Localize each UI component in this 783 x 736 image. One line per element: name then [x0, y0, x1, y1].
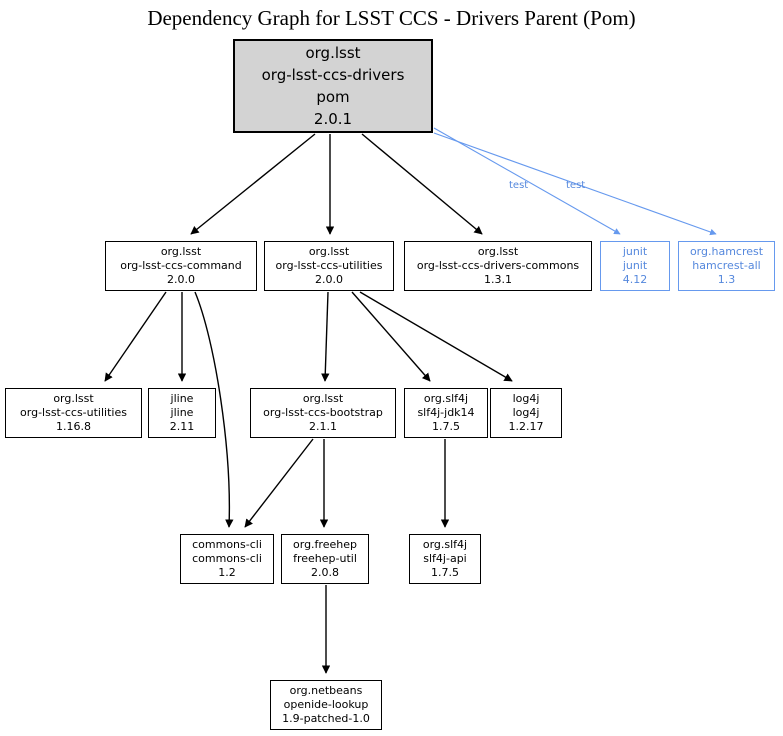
edge-utilities-200-to-bootstrap [321, 291, 330, 382]
node-version: 2.0.1 [313, 110, 353, 128]
node-version: 1.9-patched-1.0 [282, 712, 370, 725]
edge-scope-label: test [509, 180, 529, 191]
node-group: org.lsst [53, 392, 94, 405]
node-packaging: pom [316, 88, 350, 106]
node-version: 2.0.0 [167, 273, 195, 286]
node-group: org.slf4j [422, 538, 468, 551]
node-version: 4.12 [622, 273, 648, 286]
node-group: org.netbeans [289, 684, 363, 697]
node-group: org.lsst [308, 245, 350, 258]
page-title: Dependency Graph for LSST CCS - Drivers … [147, 6, 636, 30]
node-version: 1.2 [218, 566, 236, 579]
node-artifact: freehep-util [293, 552, 357, 565]
node-group: log4j [512, 392, 540, 405]
node-version: 2.0.8 [311, 566, 339, 579]
edge-utilities-200-to-log4j [359, 291, 513, 382]
node-group: org.freehep [293, 538, 357, 551]
node-group: org.lsst [302, 392, 344, 405]
node-artifact: org-lsst-ccs-utilities [275, 259, 383, 272]
node-version: 2.1.1 [309, 420, 337, 433]
node-artifact: org-lsst-ccs-command [120, 259, 242, 272]
node-group: jline [170, 392, 194, 405]
node-artifact: slf4j-jdk14 [417, 406, 475, 419]
node-artifact: org-lsst-ccs-bootstrap [263, 406, 383, 419]
node-artifact: org-lsst-ccs-utilities [20, 406, 127, 419]
edge-drivers-pom-to-command [190, 133, 316, 235]
node-group: junit [622, 245, 648, 258]
node-artifact: openide-lookup [283, 698, 369, 711]
node-version: 1.16.8 [56, 420, 91, 433]
node-artifact: org-lsst-ccs-drivers [261, 66, 405, 84]
node-artifact: junit [622, 259, 648, 272]
node-group: commons-cli [192, 538, 262, 551]
node-version: 2.0.0 [315, 273, 343, 286]
node-artifact: log4j [512, 406, 540, 419]
node-version: 2.11 [169, 420, 195, 433]
node-group: org.lsst [477, 245, 519, 258]
node-group: org.lsst [305, 44, 361, 62]
node-version: 1.3.1 [484, 273, 512, 286]
node-artifact: hamcrest-all [692, 259, 761, 272]
node-version: 1.3 [717, 273, 736, 286]
node-artifact: commons-cli [192, 552, 262, 565]
node-version: 1.7.5 [432, 420, 460, 433]
edge-command-to-utilities-1168 [104, 291, 167, 382]
edge-utilities-200-to-slf4j-jdk14 [351, 291, 431, 382]
node-artifact: slf4j-api [423, 552, 467, 565]
edge-drivers-pom-to-drivers-commons [361, 133, 483, 235]
node-group: org.lsst [160, 245, 202, 258]
graph-node-drivers-pom[interactable]: org.lsst org-lsst-ccs-drivers pom 2.0.1 [233, 39, 433, 133]
node-artifact: jline [170, 406, 194, 419]
node-artifact: org-lsst-ccs-drivers-commons [416, 259, 580, 272]
node-group: org.hamcrest [689, 245, 764, 258]
node-version: 1.2.17 [508, 420, 544, 433]
node-group: org.slf4j [423, 392, 469, 405]
edge-bootstrap-to-commons-cli [244, 438, 314, 528]
node-version: 1.7.5 [431, 566, 459, 579]
edge-scope-label: test [566, 180, 586, 191]
